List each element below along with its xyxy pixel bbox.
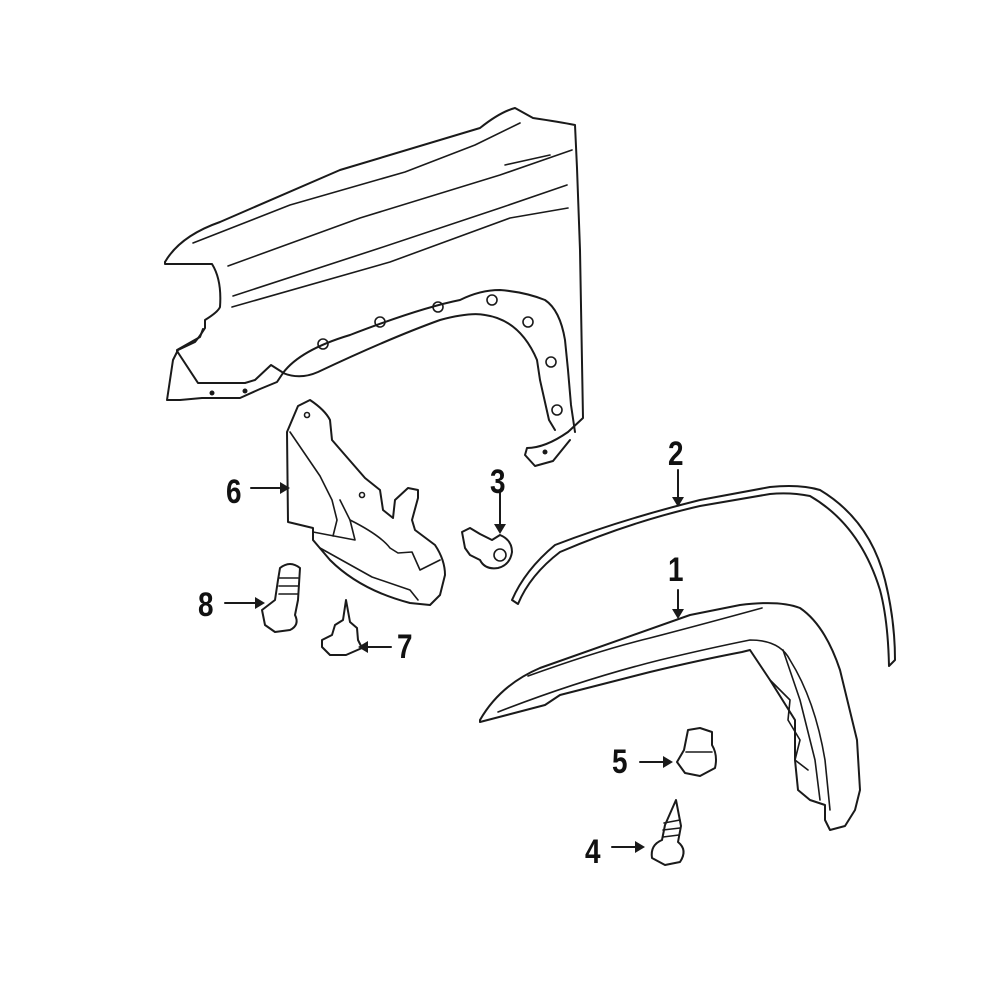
- mud-guard-part: [286, 399, 446, 606]
- callout-1: 1: [668, 551, 684, 589]
- fender-flare-part: [479, 602, 861, 831]
- callout-6: 6: [226, 473, 242, 511]
- callout-8: 8: [198, 586, 214, 624]
- fender-part: [164, 107, 584, 467]
- clip-part: [461, 527, 513, 570]
- callout-7: 7: [397, 628, 413, 666]
- push-retainer-part: [321, 599, 363, 656]
- screw-part: [650, 799, 685, 866]
- nut-clip-part: [676, 727, 717, 777]
- callout-2: 2: [668, 435, 684, 473]
- callout-5: 5: [612, 743, 628, 781]
- callout-4: 4: [585, 833, 601, 871]
- bolt-part: [261, 563, 301, 633]
- callout-3: 3: [490, 463, 506, 501]
- flare-molding-strip-part: [511, 485, 896, 667]
- leader-arrows: [224, 469, 684, 853]
